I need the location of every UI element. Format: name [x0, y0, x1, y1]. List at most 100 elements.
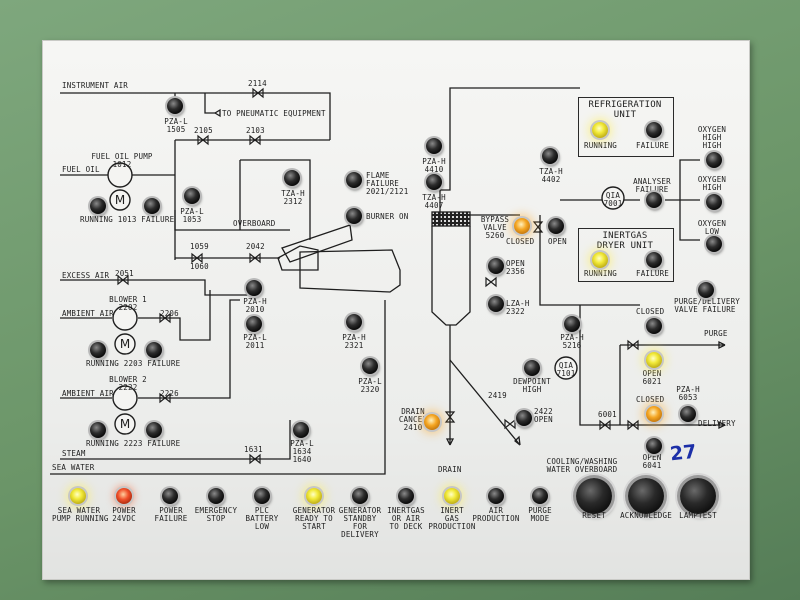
lamp-open-2422: [516, 410, 532, 426]
refrigeration-unit-title: REFRIGERATION UNIT: [588, 100, 662, 120]
lamp-sea-water-pump-running: [70, 488, 86, 504]
lamp-lza-h-2322: [488, 296, 504, 312]
lamp-pza-h-6053: [680, 406, 696, 422]
valve-2114-label: 2114: [248, 79, 267, 88]
lamptest-button[interactable]: [680, 478, 716, 514]
lamp-bypass-closed: [514, 218, 530, 234]
lamp-open-6021: [646, 352, 662, 368]
sea-water-label: SEA WATER: [52, 463, 95, 472]
acknowledge-button-label: ACKNOWLEDGE: [620, 511, 672, 520]
pza-l-1634-label: PZA-L 1634 1640: [290, 439, 314, 464]
lamp-pza-h-2010: [246, 280, 262, 296]
ambient-air-2-label: AMBIENT AIR: [62, 389, 114, 398]
refrig-failure-label: FAILURE: [636, 141, 670, 150]
valve-2103-label: 2103: [246, 126, 265, 135]
analyser-failure-label: ANALYSER FAILURE: [633, 177, 671, 194]
valve-1060-label: 1060: [190, 262, 209, 271]
lamp-blower1-running: [90, 342, 106, 358]
lamp-inert-gas-production: [444, 488, 460, 504]
closed-6021-label: CLOSED: [636, 307, 665, 316]
pza-h-6053-label: PZA-H 6053: [676, 385, 700, 402]
cooling-overboard-label: COOLING/WASHING WATER OVERBOARD: [546, 457, 618, 474]
lamp-closed-6041: [646, 406, 662, 422]
lamp-plc-battery-low: [254, 488, 270, 504]
dryer-unit-title: INERTGAS DRYER UNIT: [596, 231, 654, 251]
blower-2-label: BLOWER 2 2222: [109, 375, 147, 392]
acknowledge-button[interactable]: [628, 478, 664, 514]
pza-h-5216-label: PZA-H 5216: [560, 333, 584, 350]
lamp-emergency-stop: [208, 488, 224, 504]
lamp-purge-mode: [532, 488, 548, 504]
overboard-label: OVERBOARD: [233, 219, 276, 228]
lamp-tza-h-2312: [284, 170, 300, 186]
svg-text:M: M: [115, 193, 125, 207]
pza-h-4410-label: PZA-H 4410: [422, 157, 446, 174]
lamp-bypass-open: [548, 218, 564, 234]
ambient-air-1-label: AMBIENT AIR: [62, 309, 114, 318]
inertgas-or-air-to-deck-label: INERTGAS OR AIR TO DECK: [387, 506, 425, 531]
lamp-tza-h-4402: [542, 148, 558, 164]
emergency-stop-label: EMERGENCY STOP: [194, 506, 238, 523]
svg-text:M: M: [120, 417, 130, 431]
lamp-analyser-failure: [646, 192, 662, 208]
lamp-pza-l-2320: [362, 358, 378, 374]
steam-label: STEAM: [62, 449, 86, 458]
instrument-air-label: INSTRUMENT AIR: [62, 81, 129, 90]
to-pneumatic-label: TO PNEUMATIC EQUIPMENT: [222, 109, 326, 118]
valve-2206-label: 2206: [160, 309, 179, 318]
refrig-running-label: RUNNING: [584, 141, 618, 150]
pza-l-1053-label: PZA-L 1053: [180, 207, 204, 224]
handwritten-number: 27: [668, 440, 698, 466]
power-24vdc-label: POWER 24VDC: [112, 506, 136, 523]
oxygen-low-label: OXYGEN LOW: [697, 219, 727, 236]
lamp-blower1-failure: [146, 342, 162, 358]
purge-label: PURGE: [704, 329, 728, 338]
drain-label: DRAIN: [438, 465, 462, 474]
running-1013-failure-label: RUNNING 1013 FAILURE: [80, 215, 175, 224]
flame-failure-label: FLAME FAILURE 2021/2121: [366, 171, 409, 196]
fuel-oil-pump-label: FUEL OIL PUMP 1012: [91, 152, 153, 169]
dryer-failure-label: FAILURE: [636, 269, 670, 278]
lamp-fuel-pump-failure: [144, 198, 160, 214]
open-2422-label: 2422 OPEN: [534, 407, 553, 424]
lamp-oxygen-high: [706, 194, 722, 210]
tza-h-4402-label: TZA-H 4402: [539, 167, 563, 184]
lamp-power-24vdc: [116, 488, 132, 504]
open-6041-label: OPEN 6041: [642, 453, 662, 470]
valve-1631-label: 1631: [244, 445, 263, 454]
lamp-oxygen-low: [706, 236, 722, 252]
tza-h-4407-label: TZA-H 4407: [422, 193, 446, 210]
running-2223-failure-label: RUNNING 2223 FAILURE: [86, 439, 181, 448]
open-6021-label: OPEN 6021: [642, 369, 662, 386]
plc-battery-low-label: PLC BATTERY LOW: [245, 506, 279, 531]
oxygen-high-label: OXYGEN HIGH: [697, 175, 727, 192]
blower-1-label: BLOWER 1 2202: [109, 295, 147, 312]
pza-l-2320-label: PZA-L 2320: [358, 377, 382, 394]
valve-2042-label: 2042: [246, 242, 265, 251]
dewpoint-high-label: DEWPOINT HIGH: [513, 377, 551, 394]
valve-2419-label: 2419: [488, 391, 507, 400]
burner-on-label: BURNER ON: [366, 212, 409, 221]
power-failure-label: POWER FAILURE: [154, 506, 188, 523]
generator-ready-label: GENERATOR READY TO START: [292, 506, 336, 531]
lamp-tza-h-4407: [426, 174, 442, 190]
delivery-label: DELIVERY: [698, 419, 736, 428]
lamp-refrig-failure: [646, 122, 662, 138]
purge-mode-label: PURGE MODE: [528, 506, 552, 523]
open-2356-label: OPEN 2356: [506, 259, 525, 276]
reset-button[interactable]: [576, 478, 612, 514]
pza-l-2011-label: PZA-L 2011: [243, 333, 267, 350]
reset-button-label: RESET: [582, 511, 606, 520]
closed-6041-label: CLOSED: [636, 395, 665, 404]
lamp-closed-6021: [646, 318, 662, 334]
pza-l-1505-label: PZA-L 1505: [164, 117, 188, 134]
bypass-open-label: OPEN: [548, 237, 567, 246]
lamp-fuel-pump-running: [90, 198, 106, 214]
qia-7001-label: QIA 7001: [603, 191, 623, 208]
lamp-pza-h-4410: [426, 138, 442, 154]
dryer-running-label: RUNNING: [584, 269, 618, 278]
lamptest-button-label: LAMPTEST: [679, 511, 717, 520]
lamp-generator-ready: [306, 488, 322, 504]
lamp-dryer-running: [592, 252, 608, 268]
